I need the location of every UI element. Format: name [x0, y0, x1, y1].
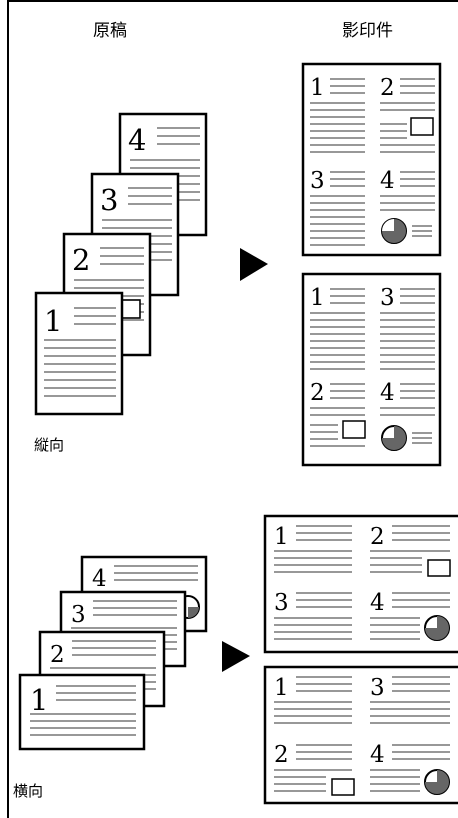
portrait-originals: 4 3 2	[36, 114, 206, 414]
portrait-copy-layout-a: 1 2 3 4	[303, 64, 440, 255]
layout-b-num-3: 3	[380, 285, 395, 311]
layout-b-num-1: 1	[310, 285, 325, 311]
landscape-originals: 4 3 2	[20, 557, 206, 749]
page-number-1: 1	[44, 304, 62, 338]
landscape-original-page-1: 1	[20, 675, 144, 749]
layout-a-num-1: 1	[310, 75, 325, 101]
page-number-4: 4	[128, 123, 146, 157]
landscape-a-num-4: 4	[370, 590, 385, 616]
landscape-num-4: 4	[92, 566, 107, 592]
landscape-a-num-2: 2	[370, 524, 385, 550]
landscape-num-3: 3	[71, 602, 86, 628]
portrait-arrow	[240, 248, 268, 281]
landscape-arrow	[222, 641, 250, 672]
layout-b-num-4: 4	[380, 380, 395, 406]
landscape-copy-layout-b: 1 3 2 4	[265, 667, 458, 803]
landscape-a-num-3: 3	[274, 590, 289, 616]
landscape-b-num-4: 4	[370, 742, 385, 768]
layout-a-num-3: 3	[310, 168, 325, 194]
landscape-num-1: 1	[30, 683, 48, 717]
landscape-b-num-1: 1	[274, 675, 289, 701]
original-page-1: 1	[36, 293, 122, 414]
landscape-copy-layout-a: 1 2 3 4	[265, 516, 458, 652]
layout-a-num-4: 4	[380, 168, 395, 194]
layout-a-num-2: 2	[380, 75, 395, 101]
layout-b-num-2: 2	[310, 380, 325, 406]
page-number-2: 2	[72, 243, 90, 277]
portrait-copy-layout-b: 1 3 2 4	[303, 274, 440, 465]
page-number-3: 3	[100, 183, 118, 217]
landscape-b-num-2: 2	[274, 742, 289, 768]
landscape-b-num-3: 3	[370, 675, 385, 701]
landscape-a-num-1: 1	[274, 524, 289, 550]
landscape-num-2: 2	[50, 642, 65, 668]
